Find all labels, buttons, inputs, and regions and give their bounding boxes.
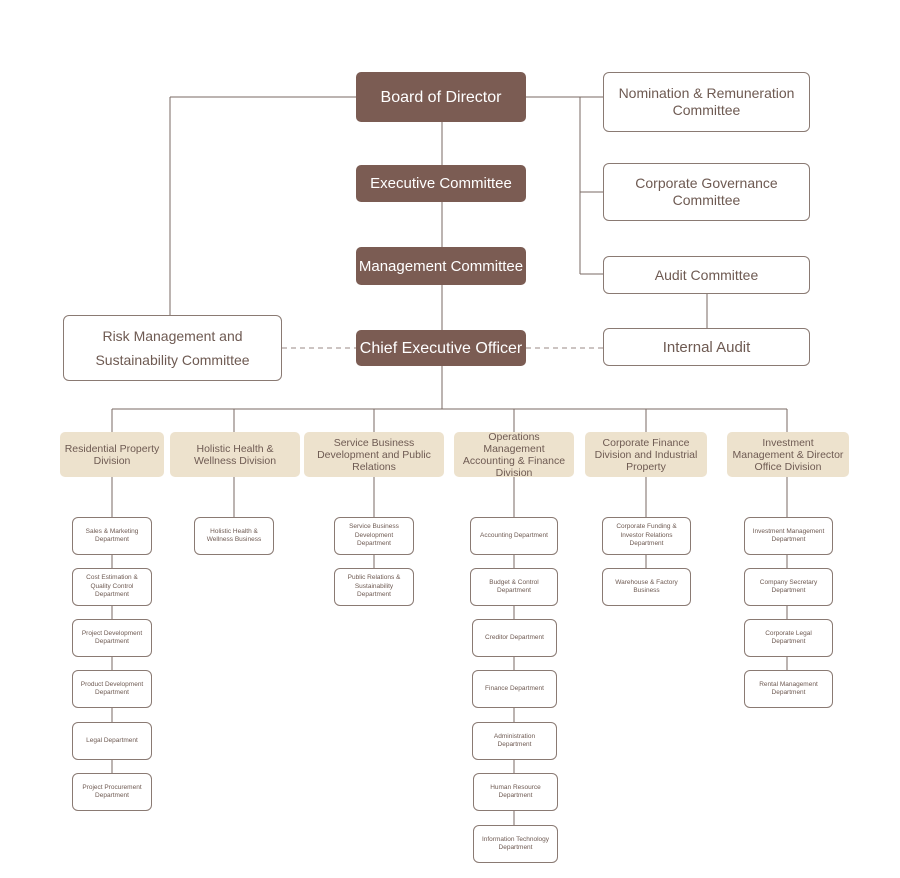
department-box: Finance Department — [472, 670, 557, 708]
division-corporate-finance: Corporate Finance Division and Industria… — [585, 432, 707, 477]
department-box: Sales & Marketing Department — [72, 517, 152, 555]
corporate-governance-committee: Corporate Governance Committee — [603, 163, 810, 221]
department-box: Legal Department — [72, 722, 152, 760]
department-box: Investment Management Department — [744, 517, 833, 555]
chief-executive-officer: Chief Executive Officer — [356, 330, 526, 366]
risk-management-committee: Risk Management and Sustainability Commi… — [63, 315, 282, 381]
department-box: Warehouse & Factory Business — [602, 568, 691, 606]
internal-audit: Internal Audit — [603, 328, 810, 366]
department-box: Project Procurement Department — [72, 773, 152, 811]
department-box: Human Resource Department — [473, 773, 558, 811]
executive-committee: Executive Committee — [356, 165, 526, 202]
audit-committee: Audit Committee — [603, 256, 810, 294]
department-box: Company Secretary Department — [744, 568, 833, 606]
division-operations-accounting: Operations Management Accounting & Finan… — [454, 431, 574, 479]
nomination-remuneration-committee: Nomination & Remuneration Committee — [603, 72, 810, 132]
department-box: Corporate Legal Department — [744, 619, 833, 657]
department-box: Budget & Control Department — [470, 568, 558, 606]
department-box: Information Technology Department — [473, 825, 558, 863]
management-committee: Management Committee — [356, 247, 526, 285]
division-service-business: Service Business Development and Public … — [304, 432, 444, 477]
department-box: Service Business Development Department — [334, 517, 414, 555]
division-residential-property: Residential Property Division — [60, 432, 164, 477]
division-holistic-health: Holistic Health & Wellness Division — [170, 432, 300, 477]
department-box: Public Relations & Sustainability Depart… — [334, 568, 414, 606]
department-box: Cost Estimation & Quality Control Depart… — [72, 568, 152, 606]
board-of-director: Board of Director — [356, 72, 526, 122]
department-box: Creditor Department — [472, 619, 557, 657]
department-box: Corporate Funding & Investor Relations D… — [602, 517, 691, 555]
department-box: Holistic Health & Wellness Business — [194, 517, 274, 555]
department-box: Project Development Department — [72, 619, 152, 657]
division-investment-management: Investment Management & Director Office … — [727, 432, 849, 477]
department-box: Product Development Department — [72, 670, 152, 708]
department-box: Rental Management Department — [744, 670, 833, 708]
department-box: Accounting Department — [470, 517, 558, 555]
department-box: Administration Department — [472, 722, 557, 760]
